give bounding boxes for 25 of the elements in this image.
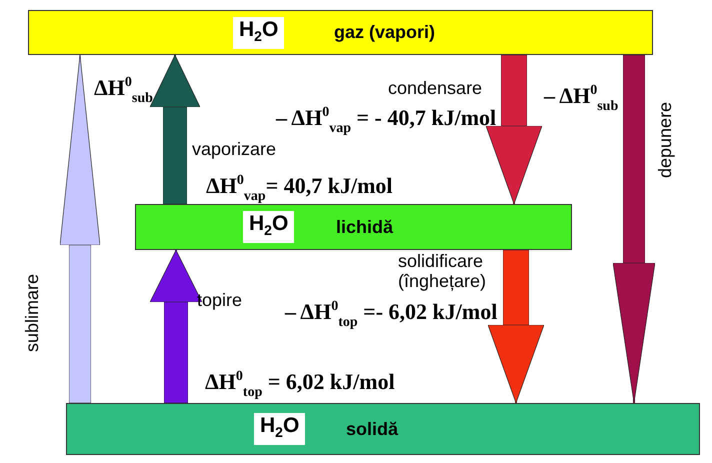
enthalpy-label: ΔH$^{0}$$_{vap}$= 40,7 kJ/mol xyxy=(206,172,393,206)
block-arrow xyxy=(488,250,544,404)
phase-name: gaz (vapori) xyxy=(334,22,436,43)
enthalpy-label: – ΔH$^{0}$$_{vap}$ = - 40,7 kJ/mol xyxy=(276,104,496,138)
phase-bar xyxy=(66,403,700,455)
block-arrow xyxy=(150,250,202,404)
phase-name: solidă xyxy=(346,418,398,440)
phase-bar xyxy=(28,10,653,55)
phase-bar xyxy=(135,204,572,250)
block-arrow xyxy=(612,54,656,404)
edge-label: sublimare xyxy=(22,274,42,352)
edge-label: topire xyxy=(197,290,242,310)
enthalpy-label: ΔH$^{0}$$_{top}$ = 6,02 kJ/mol xyxy=(205,368,395,402)
edge-label: condensare xyxy=(388,78,482,98)
formula-label: H$_{2}$O xyxy=(233,16,284,48)
edge-label: vaporizare xyxy=(192,139,276,159)
formula-label: H$_{2}$O xyxy=(254,413,306,445)
block-arrow xyxy=(150,54,200,204)
phase-name: lichidă xyxy=(336,216,394,238)
block-arrow xyxy=(60,54,100,404)
block-arrow xyxy=(486,54,542,204)
edge-label: solidificare (înghețare) xyxy=(398,251,488,291)
edge-label: depunere xyxy=(655,102,675,178)
formula-label: H$_{2}$O xyxy=(243,211,294,243)
enthalpy-label: – ΔH$^{0}$$_{top}$ =- 6,02 kJ/mol xyxy=(285,298,498,332)
